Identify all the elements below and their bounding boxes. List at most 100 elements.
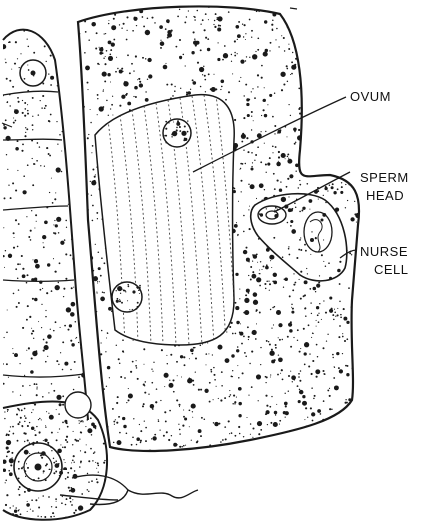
stipple-dot (260, 213, 263, 216)
stipple-dot (176, 127, 178, 129)
stipple-dot (316, 445, 320, 449)
stipple-dot (326, 126, 328, 128)
stipple-dot (314, 441, 315, 442)
stipple-dot (248, 275, 249, 276)
stipple-dot (78, 142, 79, 143)
stipple-dot (56, 167, 61, 172)
stipple-dot (25, 417, 27, 419)
stipple-dot (257, 49, 259, 51)
stipple-dot (111, 470, 112, 471)
stipple-dot (316, 306, 319, 309)
stipple-dot (246, 137, 248, 139)
stipple-dot (289, 254, 291, 256)
stipple-dot (337, 417, 338, 418)
stipple-dot (6, 446, 9, 449)
stipple-dot (6, 78, 8, 80)
stipple-dot (224, 397, 226, 399)
stipple-dot (314, 12, 316, 14)
stipple-dot (226, 331, 227, 332)
stipple-dot (24, 78, 26, 80)
stipple-dot (145, 98, 149, 102)
stipple-dot (338, 163, 341, 166)
stipple-dot (183, 445, 185, 447)
stipple-dot (116, 57, 117, 58)
stipple-dot (78, 134, 83, 139)
stipple-dot (24, 375, 25, 376)
stipple-dot (291, 304, 292, 305)
stipple-dot (69, 114, 71, 116)
stipple-dot (86, 519, 88, 521)
stipple-dot (70, 467, 72, 469)
stipple-dot (117, 396, 119, 398)
stipple-dot (251, 274, 256, 279)
stipple-dot (30, 230, 32, 232)
stipple-dot (33, 409, 34, 410)
stipple-dot (327, 67, 329, 69)
stipple-dot (119, 105, 121, 107)
stipple-dot (213, 374, 215, 376)
stipple-dot (229, 433, 230, 434)
stipple-dot (95, 342, 97, 344)
stipple-dot (92, 268, 93, 269)
stipple-dot (252, 54, 257, 59)
stipple-dot (107, 333, 108, 334)
stipple-dot (101, 47, 103, 49)
stipple-dot (275, 347, 277, 349)
stipple-dot (109, 401, 111, 403)
stipple-dot (62, 447, 64, 449)
stipple-dot (35, 264, 40, 269)
stipple-dot (241, 141, 243, 143)
stipple-dot (253, 120, 254, 121)
stipple-dot (91, 347, 92, 348)
stipple-dot (218, 42, 219, 43)
stipple-dot (104, 5, 106, 7)
stipple-dot (311, 200, 313, 202)
stipple-dot (24, 135, 26, 137)
stipple-dot (298, 249, 300, 251)
stipple-dot (307, 84, 309, 86)
stipple-dot (108, 450, 109, 451)
stipple-dot (348, 28, 352, 32)
stipple-dot (158, 421, 160, 423)
stipple-dot (70, 518, 72, 520)
stipple-dot (284, 278, 288, 282)
stipple-dot (246, 417, 247, 418)
stipple-dot (56, 439, 58, 441)
stipple-dot (300, 298, 302, 300)
stipple-dot (222, 59, 224, 61)
stipple-dot (8, 434, 10, 436)
stipple-dot (181, 446, 182, 447)
stipple-dot (73, 431, 74, 432)
stipple-dot (329, 309, 333, 313)
stipple-dot (278, 161, 279, 162)
stipple-dot (90, 282, 92, 284)
stipple-dot (16, 306, 18, 308)
stipple-dot (100, 124, 101, 125)
stipple-dot (59, 71, 64, 76)
stipple-dot (79, 33, 80, 34)
stipple-dot (50, 516, 52, 518)
stipple-dot (271, 24, 273, 26)
stipple-dot (121, 302, 123, 304)
stipple-dot (101, 330, 103, 332)
stipple-dot (103, 422, 104, 423)
stipple-dot (280, 9, 281, 10)
stipple-dot (40, 100, 41, 101)
stipple-dot (70, 369, 71, 370)
stipple-dot (163, 65, 168, 70)
stipple-dot (90, 109, 91, 110)
stipple-dot (6, 494, 8, 496)
stipple-dot (97, 412, 98, 413)
stipple-dot (315, 67, 320, 72)
stipple-dot (32, 298, 34, 300)
stipple-dot (101, 342, 102, 343)
stipple-dot (92, 216, 93, 217)
stipple-dot (287, 153, 289, 155)
stipple-dot (87, 428, 92, 433)
stipple-dot (127, 399, 129, 401)
stipple-dot (131, 444, 133, 446)
stipple-dot (309, 134, 311, 136)
stipple-dot (220, 25, 222, 27)
stipple-dot (288, 375, 290, 377)
stipple-dot (88, 134, 89, 135)
